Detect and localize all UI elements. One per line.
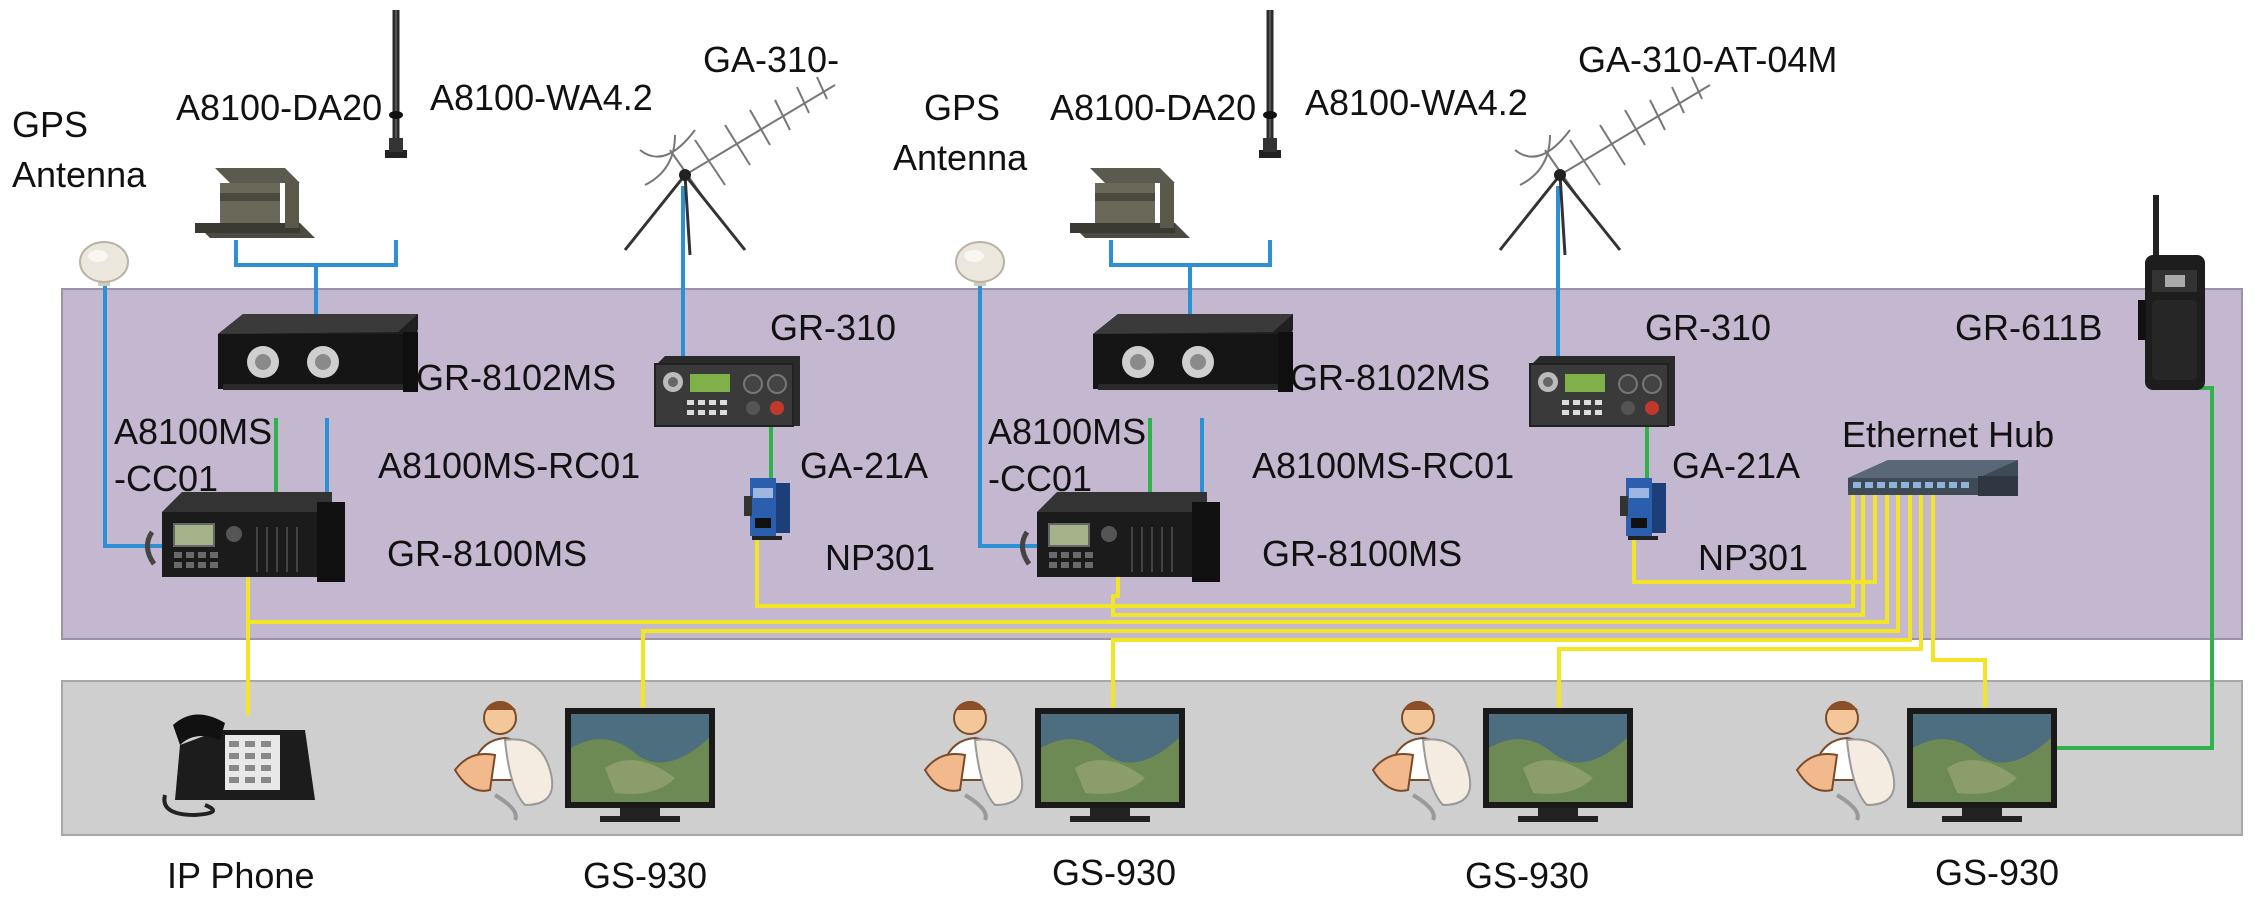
label-ip-phone: IP Phone [167, 855, 314, 896]
radio-panel-icon [1529, 355, 1676, 427]
label-gs930: GS-930 [583, 855, 707, 896]
yagi-antenna-icon [623, 75, 837, 257]
label-ga310-at-04m: GA-310-AT-04M [1578, 39, 1837, 80]
radio-panel-icon [654, 355, 801, 427]
yagi-antenna-icon [1498, 75, 1712, 257]
label-a8100-da20: A8100-DA20 [176, 87, 382, 128]
label-ethernet-hub: Ethernet Hub [1842, 414, 2054, 455]
radio-panel-icon [1022, 492, 1220, 582]
monitor-icon [1035, 708, 1185, 822]
radio-unit-icon [1093, 314, 1293, 392]
label-gr8100ms: GR-8100MS [1262, 533, 1462, 574]
label-gps-antenna: GPS Antenna [893, 87, 1028, 178]
whip-antenna-icon [385, 10, 407, 158]
label-gs930: GS-930 [1052, 852, 1176, 893]
label-a8100-da20: A8100-DA20 [1050, 87, 1256, 128]
label-gr310: GR-310 [1645, 307, 1771, 348]
monitor-icon [1907, 708, 2057, 822]
gps-antenna-icon [955, 241, 1005, 287]
radio-unit-icon [218, 314, 418, 392]
label-ga21a: GA-21A [1672, 445, 1800, 486]
label-gs930: GS-930 [1935, 852, 2059, 893]
label-gr8102ms: GR-8102MS [416, 357, 616, 398]
label-gr310: GR-310 [770, 307, 896, 348]
directional-antenna-icon [195, 168, 315, 238]
serial-server-icon [1620, 478, 1666, 540]
label-a8100-wa42: A8100-WA4.2 [1305, 82, 1528, 123]
label-a8100ms-cc01: A8100MS -CC01 [114, 411, 282, 499]
label-gps-antenna: GPS Antenna [12, 104, 147, 195]
label-ga310: GA-310- [703, 39, 839, 80]
serial-server-icon [744, 478, 790, 540]
radio-panel-icon [147, 492, 345, 582]
label-a8100ms-rc01: A8100MS-RC01 [1252, 445, 1514, 486]
label-gr611b: GR-611B [1955, 307, 2102, 348]
label-np301: NP301 [1698, 537, 1808, 578]
label-a8100-wa42: A8100-WA4.2 [430, 77, 653, 118]
gps-antenna-icon [79, 241, 129, 287]
label-gs930: GS-930 [1465, 855, 1589, 896]
label-gr8102ms: GR-8102MS [1290, 357, 1490, 398]
handheld-radio-icon [2138, 195, 2205, 390]
label-np301: NP301 [825, 537, 935, 578]
label-a8100ms-cc01: A8100MS -CC01 [988, 411, 1156, 499]
directional-antenna-icon [1070, 168, 1190, 238]
label-a8100ms-rc01: A8100MS-RC01 [378, 445, 640, 486]
label-ga21a: GA-21A [800, 445, 928, 486]
monitor-icon [565, 708, 715, 822]
ethernet-cables [246, 490, 1987, 715]
monitor-icon [1483, 708, 1633, 822]
whip-antenna-icon [1259, 10, 1281, 158]
label-gr8100ms: GR-8100MS [387, 533, 587, 574]
